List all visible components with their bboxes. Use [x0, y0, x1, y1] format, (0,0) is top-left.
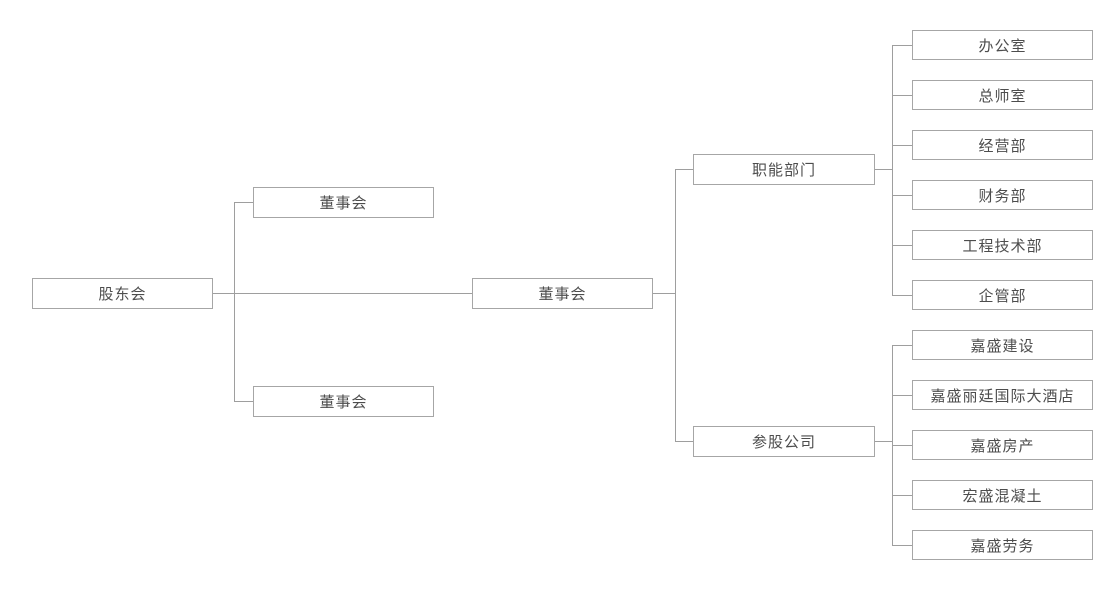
connector-line — [875, 441, 893, 442]
node-chief-engineer-office: 总师室 — [912, 80, 1093, 110]
connector-line — [892, 45, 893, 296]
node-board-of-directors-top: 董事会 — [253, 187, 434, 218]
node-board-of-directors-bottom: 董事会 — [253, 386, 434, 417]
node-jiasheng-construction: 嘉盛建设 — [912, 330, 1093, 360]
connector-line — [235, 202, 253, 203]
connector-line — [893, 545, 912, 546]
connector-line — [893, 345, 912, 346]
node-shareholders-meeting: 股东会 — [32, 278, 213, 309]
connector-line — [875, 169, 893, 170]
node-board-of-directors-middle: 董事会 — [472, 278, 653, 309]
connector-line — [653, 293, 675, 294]
node-engineering-tech-dept: 工程技术部 — [912, 230, 1093, 260]
node-jiasheng-real-estate: 嘉盛房产 — [912, 430, 1093, 460]
node-operations-dept: 经营部 — [912, 130, 1093, 160]
node-jiasheng-liting-hotel: 嘉盛丽廷国际大酒店 — [912, 380, 1093, 410]
connector-line — [676, 441, 693, 442]
connector-line — [892, 345, 893, 546]
node-jiasheng-labor-services: 嘉盛劳务 — [912, 530, 1093, 560]
connector-line — [893, 195, 912, 196]
node-office: 办公室 — [912, 30, 1093, 60]
connector-line — [893, 495, 912, 496]
connector-line — [893, 445, 912, 446]
connector-line — [235, 401, 253, 402]
connector-line — [893, 245, 912, 246]
node-hongsheng-concrete: 宏盛混凝土 — [912, 480, 1093, 510]
connector-line — [893, 145, 912, 146]
connector-line — [234, 202, 235, 402]
connector-line — [893, 45, 912, 46]
connector-line — [676, 169, 693, 170]
connector-line — [893, 95, 912, 96]
connector-line — [213, 293, 472, 294]
node-participating-companies: 参股公司 — [693, 426, 875, 457]
connector-line — [893, 295, 912, 296]
node-enterprise-mgmt-dept: 企管部 — [912, 280, 1093, 310]
node-finance-dept: 财务部 — [912, 180, 1093, 210]
node-functional-departments: 职能部门 — [693, 154, 875, 185]
connector-line — [893, 395, 912, 396]
connector-line — [675, 169, 676, 442]
